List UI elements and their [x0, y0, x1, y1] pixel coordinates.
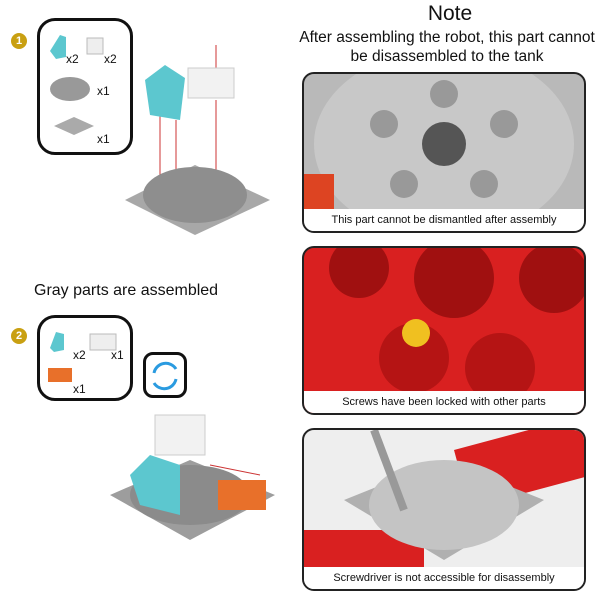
- photo-1-caption: This part cannot be dismantled after ass…: [304, 209, 584, 231]
- step-1-parts-box: [37, 18, 133, 155]
- qty: x1: [73, 382, 86, 396]
- square-plate-icon: [54, 117, 94, 135]
- photo-3-caption: Screwdriver is not accessible for disass…: [304, 567, 584, 589]
- qty: x2: [73, 348, 86, 362]
- step-2-parts-icons: [48, 332, 117, 382]
- photo-1: This part cannot be dismantled after ass…: [302, 72, 586, 233]
- qty: x2: [104, 52, 117, 66]
- step-1-parts-icons: [50, 35, 104, 135]
- qty: x1: [97, 84, 110, 98]
- gray-parts-label: Gray parts are assembled: [34, 282, 219, 299]
- step-2-badge: 2: [11, 328, 27, 344]
- cyan-slope-icon: [50, 35, 66, 59]
- step-2-parts-box: [37, 315, 133, 401]
- qty: x1: [97, 132, 110, 146]
- photo-2: Screws have been locked with other parts: [302, 246, 586, 415]
- cyan-slope-icon: [50, 332, 64, 352]
- photo-3: Screwdriver is not accessible for disass…: [302, 428, 586, 591]
- qty: x2: [66, 52, 79, 66]
- white-brick-icon: [86, 37, 104, 55]
- step-1-badge: 1: [11, 33, 27, 49]
- screwdriver-photo: [304, 430, 584, 570]
- turntable-photo: [304, 74, 574, 231]
- round-plate-icon: [50, 77, 90, 101]
- rotate-icon: [152, 361, 178, 391]
- note-title: Note: [427, 2, 473, 25]
- qty: x1: [111, 348, 124, 362]
- photo-2-caption: Screws have been locked with other parts: [304, 391, 584, 413]
- rotate-box: [143, 352, 187, 398]
- orange-brick-icon: [48, 368, 72, 382]
- step-2-assembly-illustration: [110, 414, 275, 540]
- note-text: After assembling the robot, this part ca…: [299, 29, 595, 65]
- step-1-assembly-illustration: [125, 45, 270, 235]
- screw-photo: [329, 248, 584, 403]
- white-brick-icon: [89, 333, 117, 351]
